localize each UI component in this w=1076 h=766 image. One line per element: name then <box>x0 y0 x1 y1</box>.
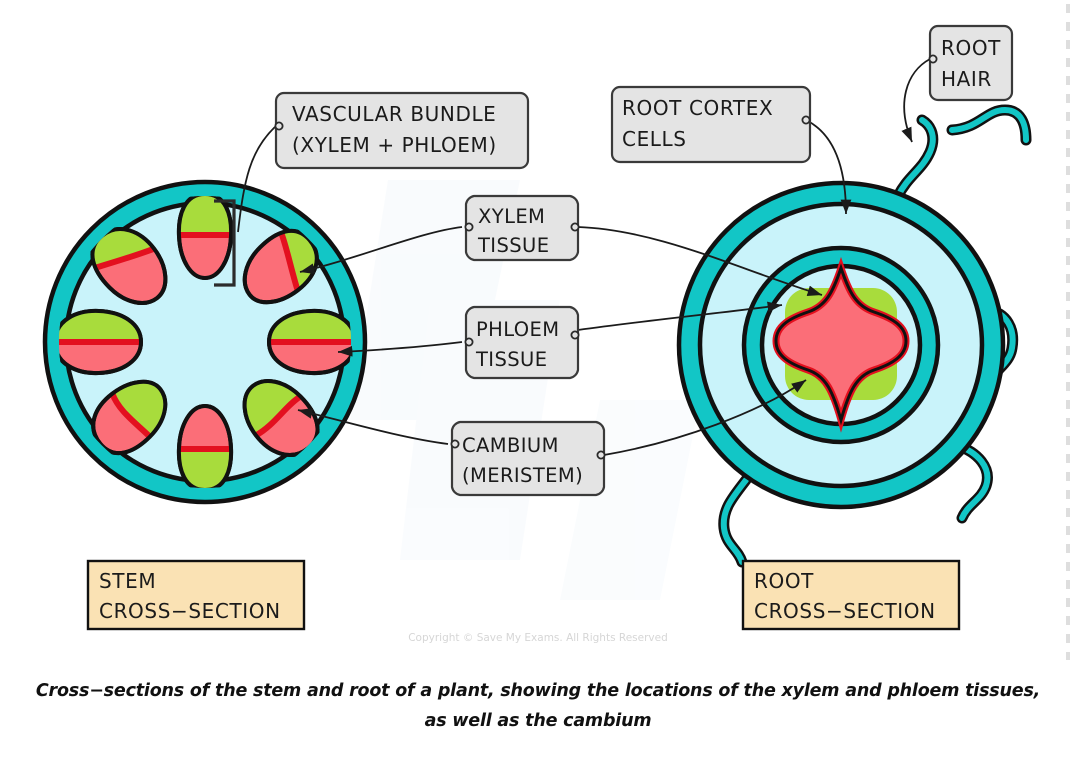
vascular-bundle <box>242 379 320 457</box>
label-vascular-bundle[interactable]: VASCULAR BUNDLE (XYLEM + PHLOEM) <box>274 91 530 170</box>
leader-cambium-to-root <box>603 379 807 456</box>
leader-root-hair <box>901 58 931 143</box>
label-anchor-dot <box>596 450 606 460</box>
label-line: TISSUE <box>477 234 549 257</box>
vascular-bundle <box>91 379 168 455</box>
leader-xylem-to-stem <box>299 226 463 274</box>
leader-phloem-to-stem <box>337 341 463 357</box>
label-anchor-dot <box>274 121 284 131</box>
root-cross-section <box>676 104 1032 568</box>
copyright-notice: Copyright © Save My Exams. All Rights Re… <box>408 632 668 644</box>
label-line: VASCULAR BUNDLE <box>292 102 496 126</box>
label-anchor-dot <box>570 330 580 340</box>
leader-phloem-to-root <box>577 301 783 331</box>
label-line: (XYLEM + PHLOEM) <box>292 133 497 157</box>
label-anchor-dot <box>464 337 474 347</box>
vascular-bundle <box>266 308 351 376</box>
leader-xylem-to-root <box>577 226 823 296</box>
root-hair <box>953 442 991 521</box>
vascular-bundle <box>90 227 168 305</box>
label-root-cortex-cells[interactable]: ROOT CORTEX CELLS <box>610 85 812 164</box>
label-line: CAMBIUM <box>462 434 559 457</box>
caption-box-root: ROOT CROSS−SECTION <box>741 559 961 631</box>
label-anchor-dot <box>570 222 580 232</box>
label-line: ROOT <box>941 36 1001 60</box>
label-phloem-tissue[interactable]: PHLOEM TISSUE <box>464 305 580 380</box>
label-line: ROOT CORTEX <box>622 96 773 120</box>
label-line: XYLEM <box>478 205 545 228</box>
leader-vascular-bundle <box>237 125 277 233</box>
caption-line: STEM <box>99 569 156 593</box>
label-root-hair[interactable]: ROOT HAIR <box>928 24 1014 102</box>
label-line: PHLOEM <box>476 318 560 341</box>
label-xylem-tissue[interactable]: XYLEM TISSUE <box>464 194 580 262</box>
figure-caption-line-2: as well as the cambium <box>424 711 652 731</box>
label-anchor-dot <box>928 54 938 64</box>
caption-line: CROSS−SECTION <box>99 599 281 623</box>
leader-cambium-to-stem <box>297 408 449 445</box>
leader-root-cortex <box>805 119 852 215</box>
root-hair <box>720 477 749 565</box>
vascular-bundle <box>59 308 144 376</box>
label-anchor-dot <box>450 439 460 449</box>
caption-line: CROSS−SECTION <box>754 599 936 623</box>
leader-lines <box>237 58 931 456</box>
label-anchor-dot <box>801 115 811 125</box>
vascular-bundle <box>176 403 234 488</box>
root-hair <box>949 106 1029 143</box>
caption-box-stem: STEM CROSS−SECTION <box>86 559 306 631</box>
vascular-bundle <box>176 196 234 281</box>
label-anchor-dot <box>464 222 474 232</box>
label-line: HAIR <box>941 67 992 91</box>
label-line: (MERISTEM) <box>462 464 583 487</box>
root-hair <box>895 117 936 199</box>
root-xylem-outline <box>774 263 908 426</box>
label-cambium[interactable]: CAMBIUM (MERISTEM) <box>450 420 606 497</box>
stem-cross-section <box>42 179 368 505</box>
label-line: TISSUE <box>475 348 547 371</box>
figure-caption: Cross−sections of the stem and root of a… <box>0 676 1076 736</box>
caption-line: ROOT <box>754 569 814 593</box>
figure-caption-line-1: Cross−sections of the stem and root of a… <box>35 681 1041 701</box>
vascular-bundle <box>242 229 319 305</box>
label-line: CELLS <box>622 127 687 151</box>
vascular-bundle-bracket <box>214 199 236 287</box>
